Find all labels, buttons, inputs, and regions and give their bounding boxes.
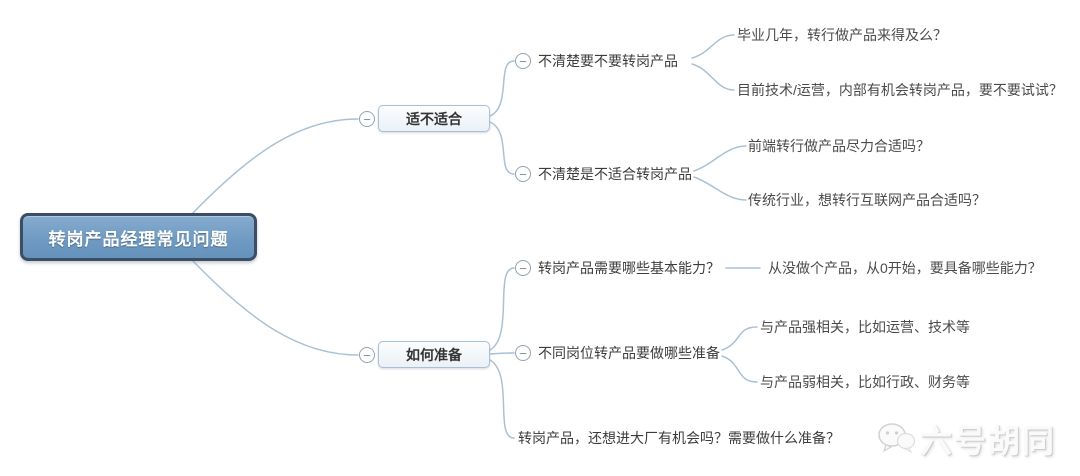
watermark: 六号胡同 bbox=[876, 416, 1056, 462]
node-unsure-whether-to-switch[interactable]: 不清楚要不要转岗产品 bbox=[538, 53, 678, 69]
collapse-icon[interactable]: − bbox=[515, 345, 531, 361]
root-node[interactable]: 转岗产品经理常见问题 bbox=[20, 213, 257, 261]
node-preparation-by-position[interactable]: 不同岗位转产品要做哪些准备 bbox=[538, 345, 720, 361]
watermark-label: 六号胡同 bbox=[920, 423, 1057, 459]
branch-node-preparation[interactable]: 如何准备 bbox=[378, 341, 490, 368]
leaf-weakly-related-positions[interactable]: 与产品弱相关，比如行政、财务等 bbox=[760, 374, 970, 390]
collapse-icon[interactable]: − bbox=[515, 166, 531, 182]
branch-node-suitability[interactable]: 适不适合 bbox=[378, 105, 490, 132]
collapse-icon[interactable]: − bbox=[359, 347, 375, 363]
leaf-years-after-graduation[interactable]: 毕业几年，转行做产品来得及么？ bbox=[737, 27, 947, 43]
leaf-strongly-related-positions[interactable]: 与产品强相关，比如运营、技术等 bbox=[760, 319, 970, 335]
leaf-start-from-zero-abilities[interactable]: 从没做个产品，从0开始，要具备哪些能力？ bbox=[768, 260, 1042, 276]
leaf-traditional-industry-switch[interactable]: 传统行业，想转行互联网产品合适吗？ bbox=[748, 192, 986, 208]
wechat-logo-icon bbox=[878, 423, 916, 454]
collapse-icon[interactable]: − bbox=[515, 260, 531, 276]
leaf-internal-transfer-chance[interactable]: 目前技术/运营，内部有机会转岗产品，要不要试试？ bbox=[737, 82, 1063, 98]
collapse-icon[interactable]: − bbox=[515, 53, 531, 69]
leaf-frontend-switch-suitable[interactable]: 前端转行做产品尽力合适吗？ bbox=[748, 138, 930, 154]
node-big-company-chance[interactable]: 转岗产品，还想进大厂有机会吗？需要做什么准备？ bbox=[518, 430, 840, 446]
collapse-icon[interactable]: − bbox=[359, 111, 375, 127]
node-basic-abilities-needed[interactable]: 转岗产品需要哪些基本能力？ bbox=[538, 260, 720, 276]
node-unsure-if-suitable[interactable]: 不清楚是不适合转岗产品 bbox=[538, 166, 692, 182]
